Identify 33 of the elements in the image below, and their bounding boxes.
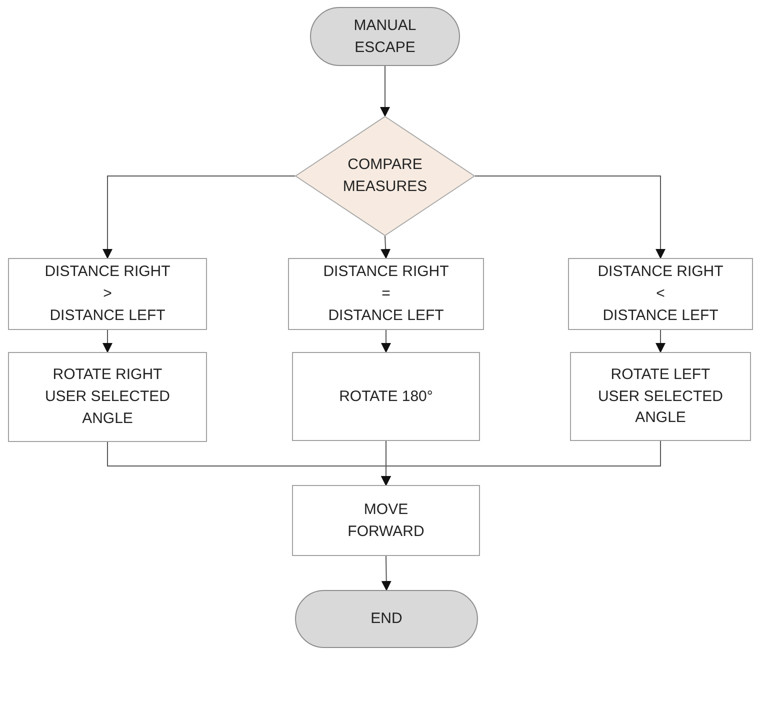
node-label: DISTANCE LEFT [50, 306, 166, 326]
decision-diamond [295, 116, 475, 236]
arrow [381, 330, 391, 353]
node-label: MOVE FORWARD [346, 500, 426, 542]
node-label: DISTANCE RIGHT [598, 262, 724, 282]
node-label: DISTANCE RIGHT [44, 262, 170, 282]
node-label: END [370, 609, 402, 630]
process-box [8, 258, 207, 330]
node-label: DISTANCE LEFT [328, 306, 444, 326]
arrow [656, 330, 666, 353]
arrow [381, 440, 661, 486]
process-box [8, 352, 207, 442]
arrow [102, 330, 112, 353]
node-label: ROTATE LEFT USER SELECTED ANGLE [596, 364, 724, 428]
node-label: DISTANCE RIGHT [323, 262, 449, 282]
arrow [102, 176, 296, 259]
node-label: > [103, 284, 112, 304]
node-label: DISTANCE LEFT [602, 306, 718, 326]
arrow [381, 556, 392, 591]
arrow [380, 236, 391, 259]
node-label: COMPARE MEASURES [342, 155, 428, 197]
arrow [474, 176, 666, 259]
process-box [568, 258, 753, 330]
process-box [292, 352, 480, 441]
node-label: < [656, 284, 665, 304]
node-label: = [382, 284, 390, 304]
node-label: MANUAL ESCAPE [352, 16, 418, 58]
process-box [288, 258, 484, 330]
process-box [292, 485, 480, 556]
node-label: ROTATE 180° [339, 386, 433, 407]
process-box [570, 352, 751, 441]
node-label: ROTATE RIGHT USER SELECTED ANGLE [44, 365, 172, 429]
arrow [380, 66, 390, 117]
